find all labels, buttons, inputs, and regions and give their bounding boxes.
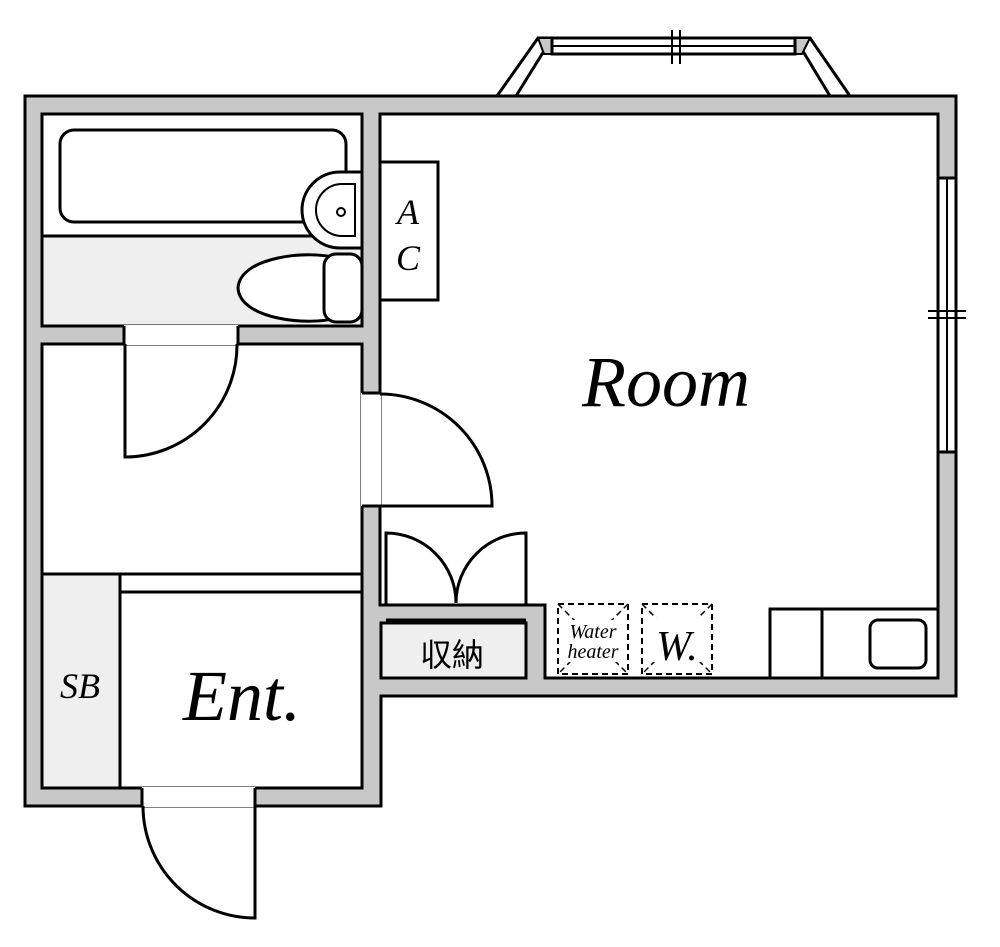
ac-label-bottom: C xyxy=(396,238,421,278)
shoe-box: SB xyxy=(40,572,122,790)
washer-label: W. xyxy=(656,624,698,670)
entrance-door xyxy=(140,787,257,920)
room-label: Room xyxy=(581,342,750,422)
water-heater-label-2: heater xyxy=(567,641,618,663)
water-heater: Water heater xyxy=(557,603,629,675)
room-door xyxy=(361,391,494,508)
right-window xyxy=(928,176,966,454)
sink xyxy=(300,170,364,250)
storage-label: 収納 xyxy=(420,637,484,673)
toilet xyxy=(236,252,364,324)
bathroom-door xyxy=(122,325,240,459)
bathtub xyxy=(40,112,364,238)
closet-doors xyxy=(384,531,528,622)
entrance-label: Ent. xyxy=(182,656,301,736)
shoe-box-label: SB xyxy=(60,666,100,706)
bay-window xyxy=(494,30,853,98)
storage: 収納 xyxy=(379,621,528,680)
ac-label-top: A xyxy=(395,192,420,232)
water-heater-label-1: Water xyxy=(569,621,616,643)
kitchen-sink xyxy=(868,618,928,670)
kitchen-counter xyxy=(768,607,940,680)
air-conditioner: A C xyxy=(378,160,440,302)
washer-space: W. xyxy=(641,603,713,675)
